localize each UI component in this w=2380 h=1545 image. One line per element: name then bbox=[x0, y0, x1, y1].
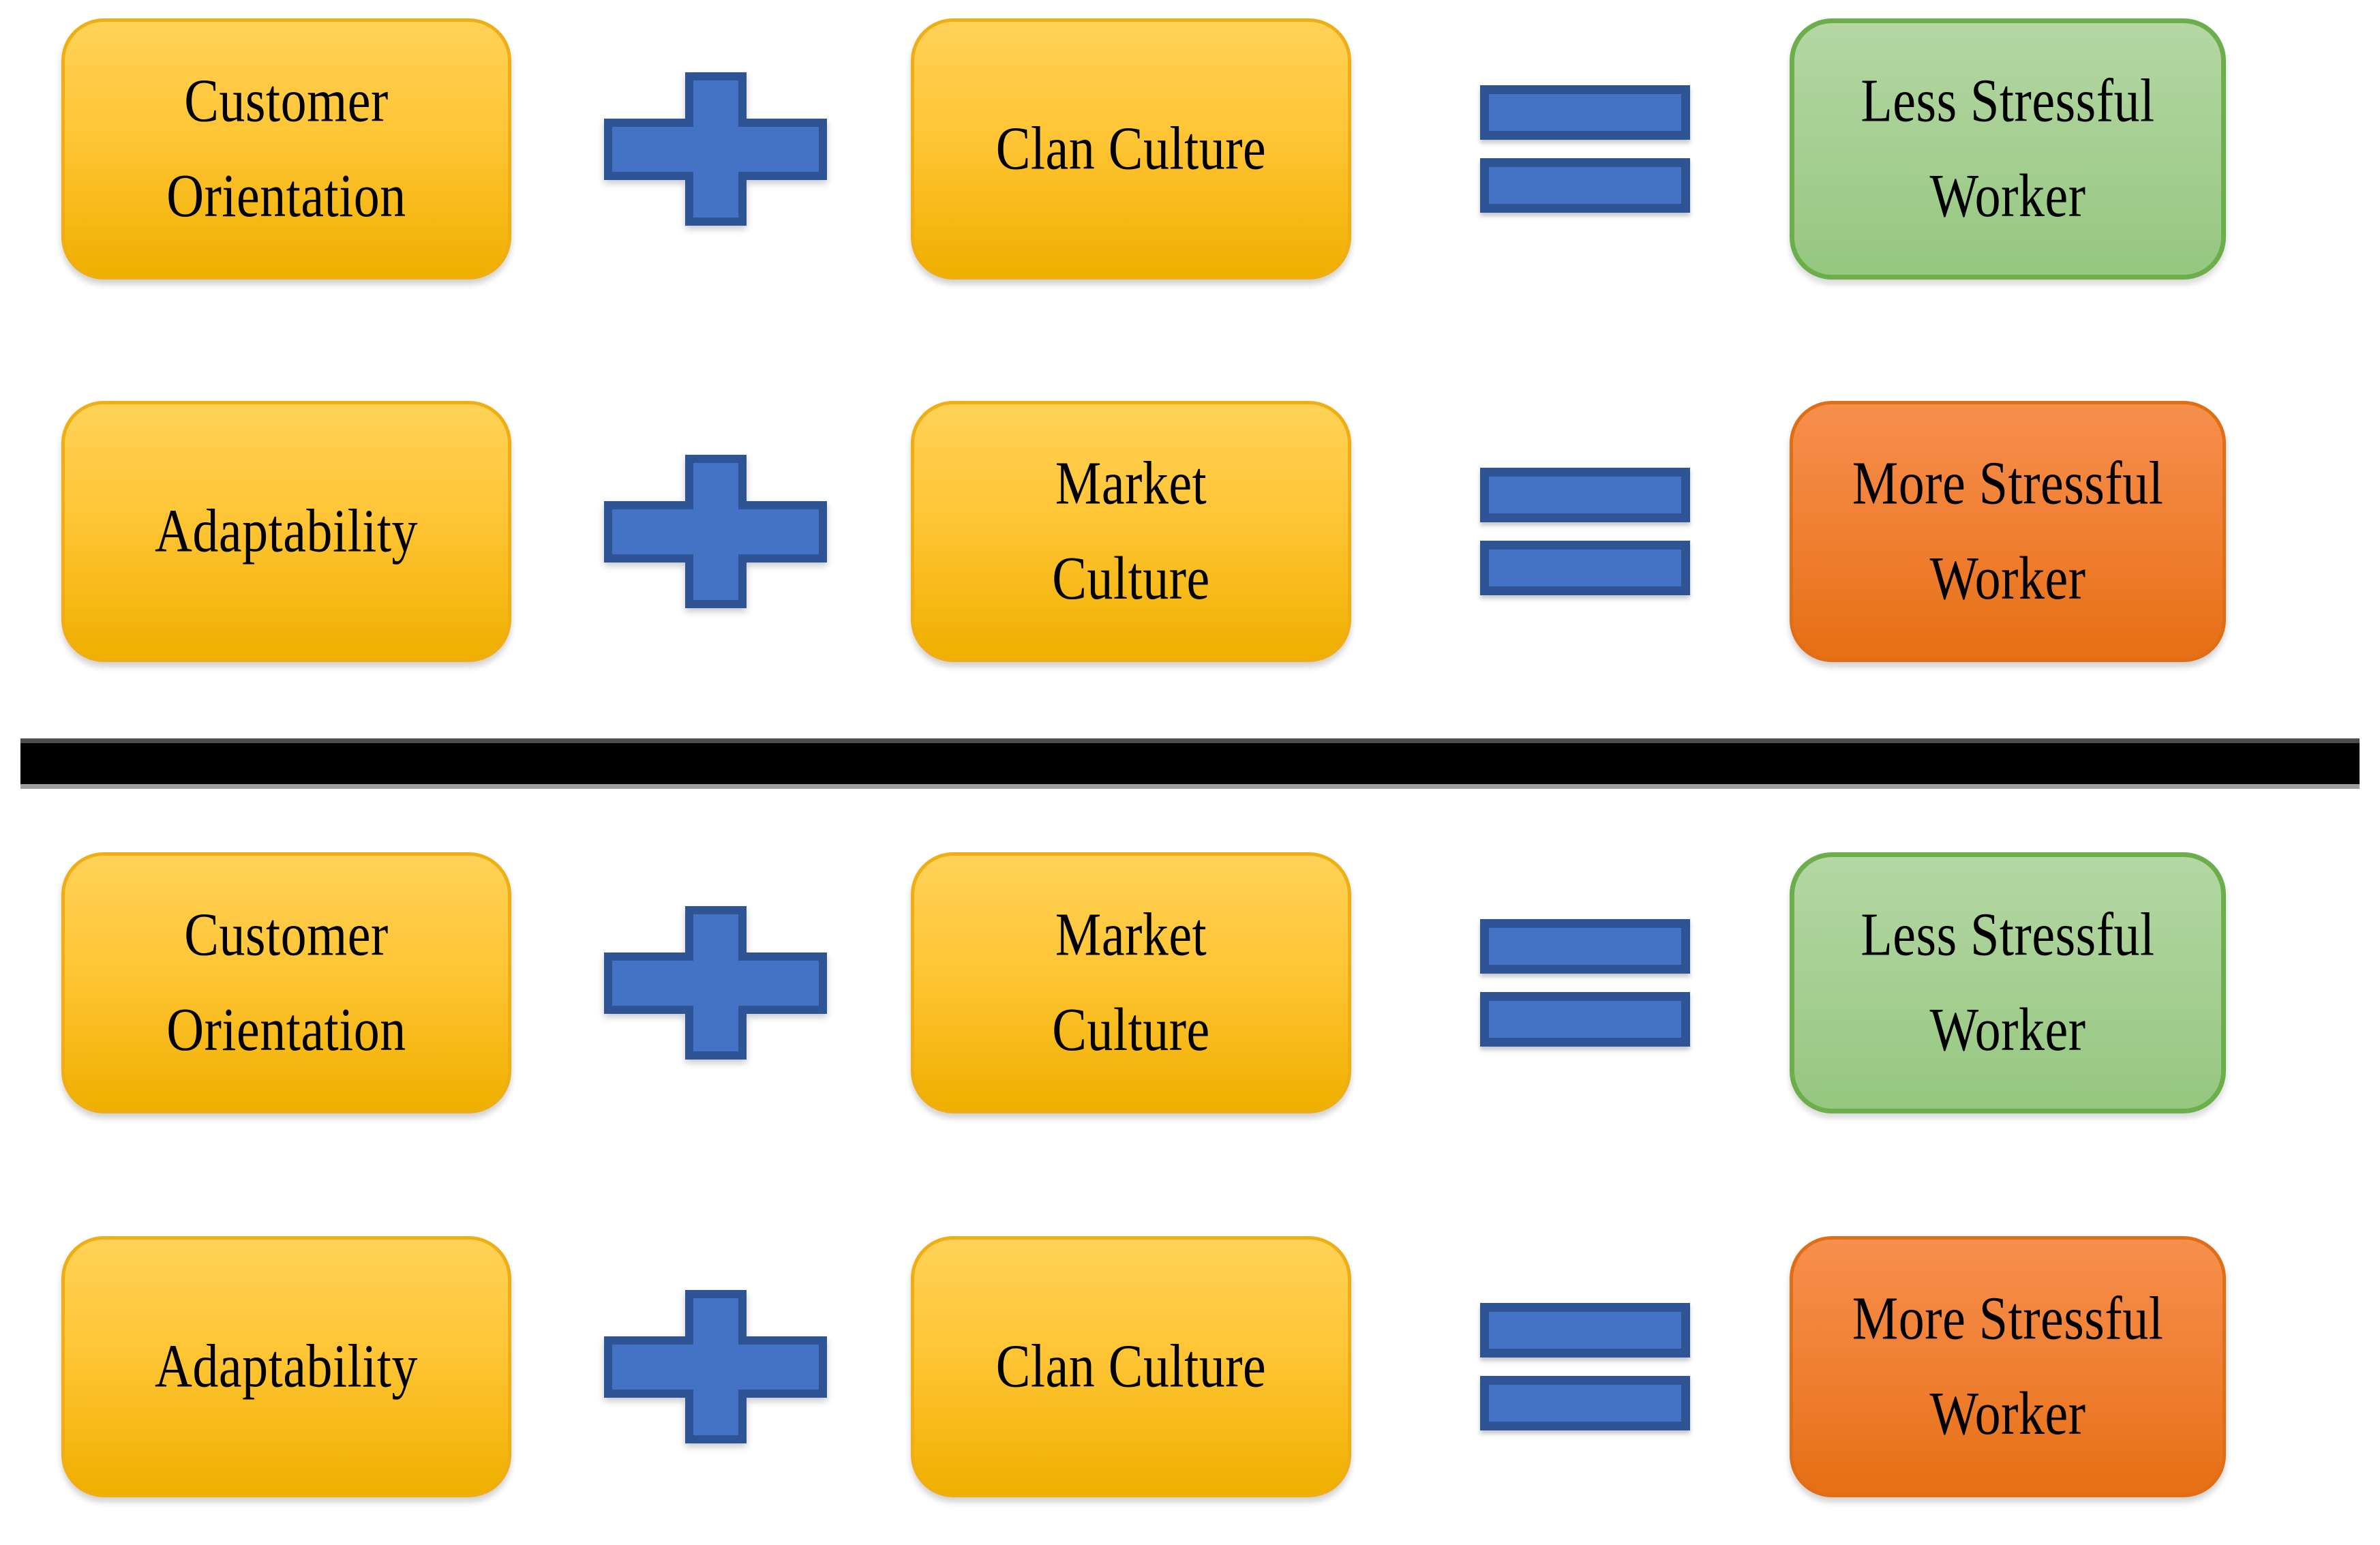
factor-box-adaptability: Adaptability bbox=[61, 1236, 511, 1497]
result-label: More Stressful Worker bbox=[1852, 1285, 2164, 1448]
factor-box-market-culture: Market Culture bbox=[911, 852, 1351, 1113]
result-box-more-stressful: More Stressful Worker bbox=[1790, 401, 2226, 662]
equals-icon bbox=[1480, 468, 1690, 595]
factor-box-adaptability: Adaptability bbox=[61, 401, 511, 662]
plus-icon bbox=[604, 906, 827, 1060]
equals-bar-bottom bbox=[1480, 1376, 1690, 1430]
section-divider bbox=[20, 738, 2360, 789]
factor-label: Market Culture bbox=[1052, 901, 1210, 1064]
result-label: Less Stressful Worker bbox=[1861, 67, 2155, 230]
factor-box-customer-orientation: Customer Orientation bbox=[61, 18, 511, 280]
equals-bar-bottom bbox=[1480, 158, 1690, 213]
factor-box-customer-orientation: Customer Orientation bbox=[61, 852, 511, 1113]
equation-row-3: Customer Orientation Market Culture Less… bbox=[0, 852, 2380, 1113]
equals-icon bbox=[1480, 1303, 1690, 1430]
equals-icon bbox=[1480, 85, 1690, 213]
factor-box-market-culture: Market Culture bbox=[911, 401, 1351, 662]
equals-bar-top bbox=[1480, 85, 1690, 140]
factor-label: Market Culture bbox=[1052, 449, 1210, 612]
plus-icon bbox=[604, 72, 827, 226]
factor-label: Customer Orientation bbox=[166, 67, 406, 230]
plus-icon bbox=[604, 1290, 827, 1443]
result-box-less-stressful: Less Stressful Worker bbox=[1790, 18, 2226, 280]
result-box-more-stressful: More Stressful Worker bbox=[1790, 1236, 2226, 1497]
equals-bar-top bbox=[1480, 468, 1690, 522]
factor-label: Customer Orientation bbox=[166, 901, 406, 1064]
result-box-less-stressful: Less Stressful Worker bbox=[1790, 852, 2226, 1113]
factor-label: Adaptability bbox=[155, 496, 418, 565]
factor-label: Clan Culture bbox=[995, 114, 1267, 182]
equals-bar-top bbox=[1480, 919, 1690, 974]
result-label: More Stressful Worker bbox=[1852, 449, 2164, 612]
result-label: Less Stressful Worker bbox=[1861, 901, 2155, 1064]
plus-icon bbox=[604, 455, 827, 608]
equals-icon bbox=[1480, 919, 1690, 1047]
factor-box-clan-culture: Clan Culture bbox=[911, 18, 1351, 280]
equals-bar-bottom bbox=[1480, 992, 1690, 1047]
equals-bar-bottom bbox=[1480, 541, 1690, 595]
factor-box-clan-culture: Clan Culture bbox=[911, 1236, 1351, 1497]
factor-label: Adaptability bbox=[155, 1332, 418, 1400]
equation-row-4: Adaptability Clan Culture More Stressful… bbox=[0, 1236, 2380, 1497]
equation-row-2: Adaptability Market Culture More Stressf… bbox=[0, 401, 2380, 662]
equation-row-1: Customer Orientation Clan Culture Less S… bbox=[0, 18, 2380, 280]
factor-label: Clan Culture bbox=[995, 1332, 1267, 1400]
equals-bar-top bbox=[1480, 1303, 1690, 1358]
